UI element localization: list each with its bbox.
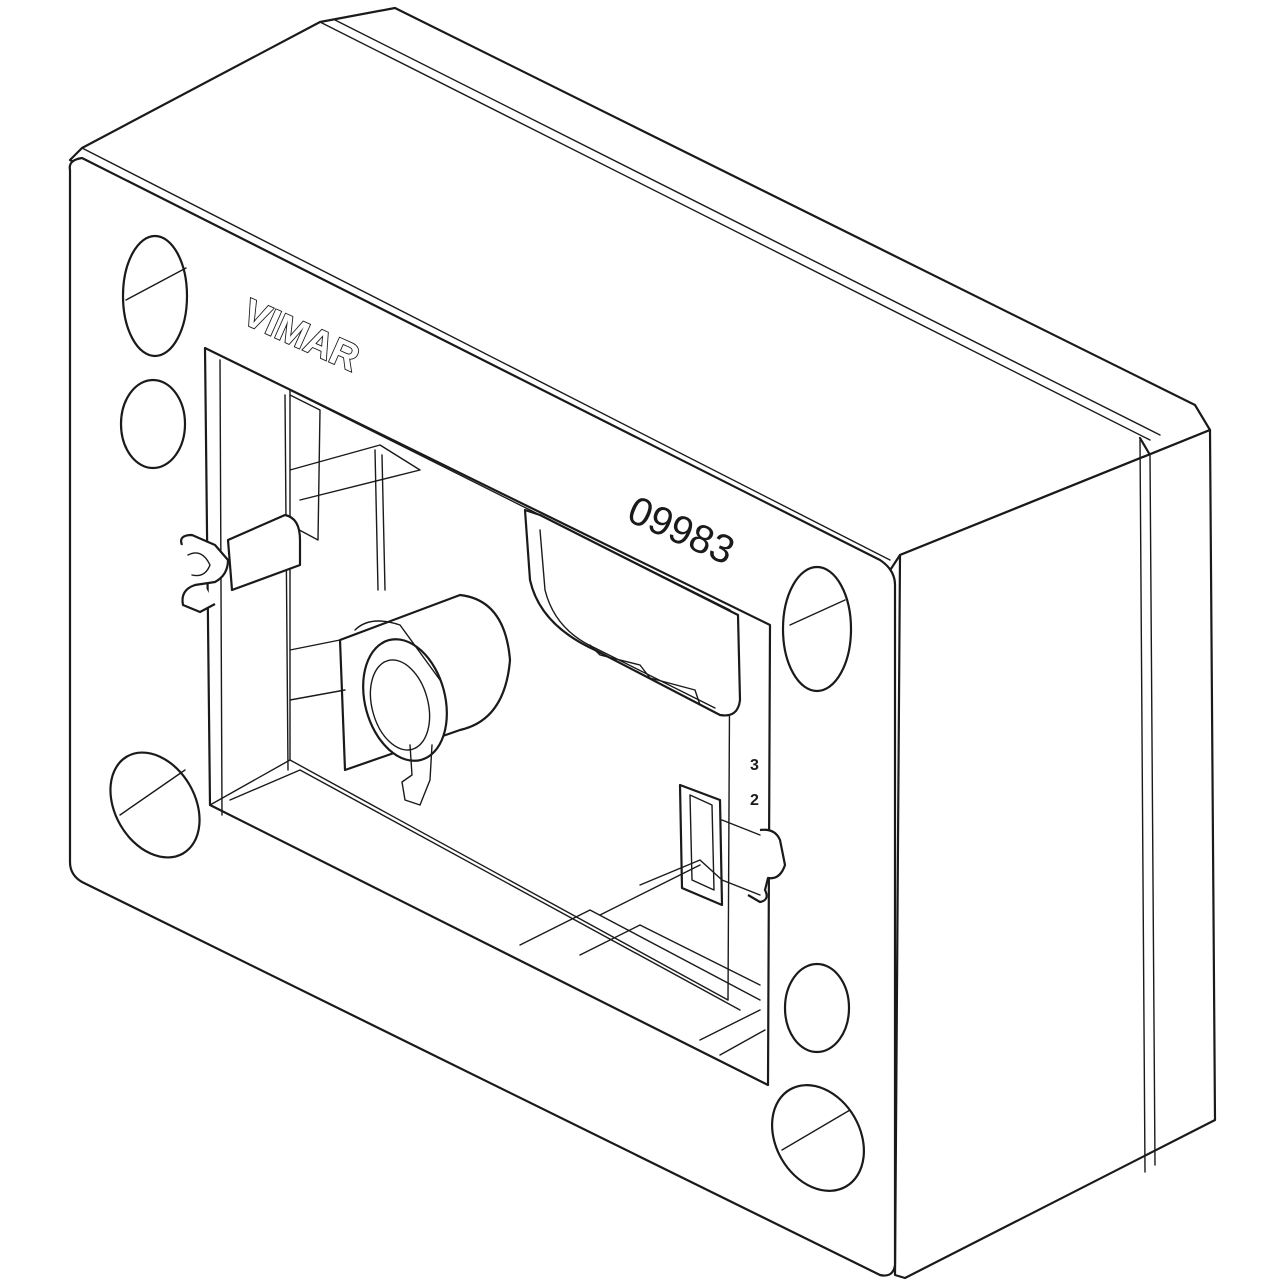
hole-bottom-left-slot [109,751,201,859]
hole-left-mid [119,378,187,470]
right-clip [599,783,787,916]
hole-top-left-slot [121,234,189,358]
hole-right-mid [783,962,851,1054]
side-mark-2: 2 [750,792,759,809]
side-mark-3: 3 [750,757,759,774]
cylindrical-boss [289,593,512,806]
hole-right-upper-slot [781,565,853,693]
knockout-window [523,508,742,717]
mounting-holes [109,234,866,1192]
hole-bottom-right-slot [770,1084,866,1192]
